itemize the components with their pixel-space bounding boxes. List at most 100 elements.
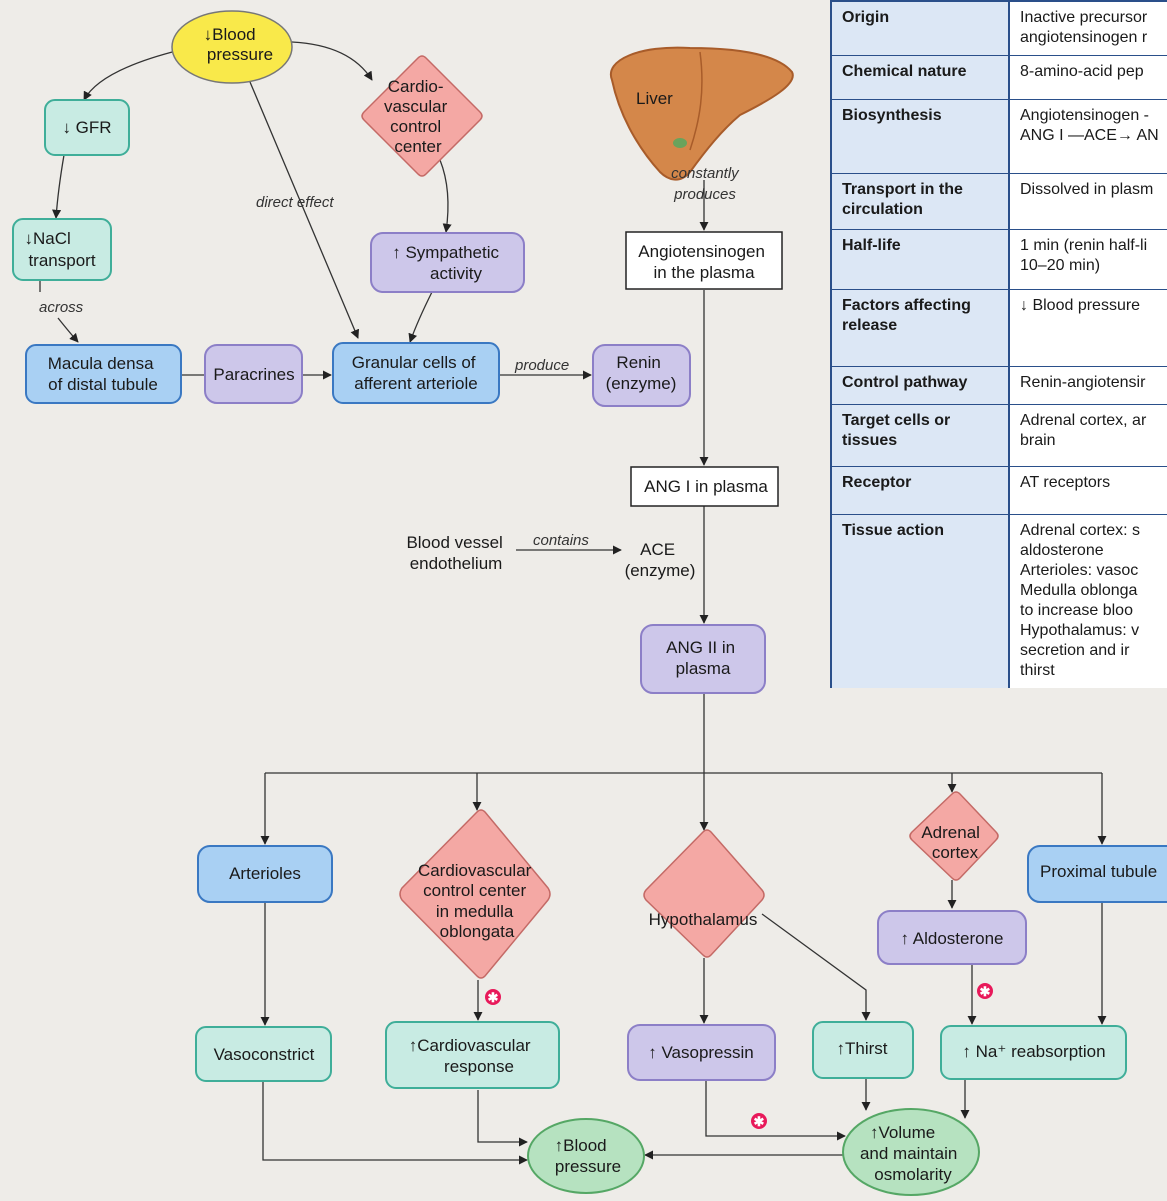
- ang1-node: [630, 466, 779, 507]
- na-reabsorption-label: ↑ Na⁺ reabsorption: [962, 1042, 1105, 1061]
- table-row-label: Target cells or tissues: [830, 403, 1010, 467]
- volume-osmolarity-node: [842, 1108, 980, 1196]
- renin-node: [592, 344, 691, 407]
- table-row-value: Renin-angiotensir: [1008, 365, 1167, 405]
- star-icon: [977, 983, 993, 999]
- arrow-bp-to-cvc: [291, 41, 373, 81]
- ang2-label: ANG II in plasma: [666, 638, 740, 678]
- svg-text:✱: ✱: [488, 990, 499, 1005]
- across-label: across: [39, 299, 84, 316]
- thirst-label: ↑Thirst: [837, 1039, 888, 1058]
- cardiovascular-response-label: ↑Cardiovascular response: [409, 1036, 536, 1076]
- blood-pressure-top-node: [171, 10, 293, 84]
- table-row-label: Half-life: [830, 228, 1010, 290]
- ang2-node: [640, 624, 766, 694]
- vasopressin-label: ↑ Vasopressin: [648, 1043, 754, 1062]
- nacl-transport-label: ↓NaCl transport: [24, 229, 95, 270]
- hypothalamus-node: [643, 829, 765, 958]
- volume-osmolarity-label: ↑Volume and maintain osmolarity: [860, 1123, 962, 1184]
- produce-label: produce: [514, 357, 569, 374]
- paracrines-label: Paracrines: [213, 365, 294, 384]
- arrow-vasoconstrict-to-bp: [262, 1082, 528, 1165]
- cardiovascular-response-node: [385, 1021, 560, 1089]
- blood-vessel-endothelium-label: Blood vessel endothelium: [406, 533, 507, 573]
- proximal-tubule-node: [1027, 845, 1167, 903]
- blood-pressure-bottom-label: ↑Blood pressure: [555, 1136, 621, 1176]
- table-row-value: Angiotensinogen - ANG I —ACE→ AN: [1008, 98, 1167, 174]
- arrow-hypothalamus-to-thirst: [761, 913, 871, 1021]
- arrow-across-to-macula: [57, 317, 79, 343]
- table-row-label: Factors affecting release: [830, 288, 1010, 367]
- vasoconstrict-node: [195, 1026, 332, 1082]
- table-row-value: 1 min (renin half-li 10–20 min): [1008, 228, 1167, 290]
- star-icon: [485, 989, 501, 1005]
- table-row-value: Adrenal cortex: s aldosterone Arterioles…: [1008, 513, 1167, 688]
- cardiovascular-control-center-top-node: [361, 55, 483, 177]
- vasopressin-node: [627, 1024, 776, 1081]
- arrow-cvc-to-sympathetic: [439, 159, 452, 233]
- table-row-label: Biosynthesis: [830, 98, 1010, 174]
- cvc-medulla-node: [399, 809, 551, 979]
- vasoconstrict-label: Vasoconstrict: [214, 1045, 315, 1064]
- svg-text:✱: ✱: [980, 984, 991, 999]
- connectors: [39, 41, 1107, 1165]
- hypothalamus-label: Hypothalamus: [649, 910, 758, 929]
- aldosterone-label: ↑ Aldosterone: [900, 929, 1003, 948]
- table-row-value: 8-amino-acid pep: [1008, 54, 1167, 100]
- arrow-vasopressin-to-volume: [705, 1080, 846, 1141]
- macula-densa-label: Macula densa of distal tubule: [48, 354, 159, 394]
- cardiovascular-control-center-top-label: Cardio- vascular control center: [384, 77, 452, 156]
- table-row-label: Control pathway: [830, 365, 1010, 405]
- blood-pressure-bottom-node: [527, 1118, 645, 1194]
- gfr-node: [44, 99, 130, 156]
- table-row-value: AT receptors: [1008, 465, 1167, 515]
- granular-cells-node: [332, 342, 500, 404]
- table-row-value: Dissolved in plasm: [1008, 172, 1167, 230]
- blood-pressure-top-label: ↓Blood pressure: [204, 25, 273, 64]
- direct-effect-label: direct effect: [256, 194, 334, 211]
- renin-label: Renin (enzyme): [606, 353, 677, 393]
- table-row-label: Origin: [830, 0, 1010, 56]
- svg-text:✱: ✱: [754, 1114, 765, 1129]
- adrenal-cortex-label: Adrenal cortex: [921, 823, 984, 862]
- table-row-value: ↓ Blood pressure: [1008, 288, 1167, 367]
- cvc-medulla-label: Cardiovascular control center in medulla…: [418, 861, 536, 941]
- liver-illustration: Liver: [609, 46, 794, 181]
- arrow-gfr-to-nacl: [52, 154, 65, 219]
- arterioles-label: Arterioles: [229, 864, 301, 883]
- sympathetic-activity-node: [370, 232, 525, 293]
- arrow-sympathetic-to-granular: [408, 291, 433, 343]
- liver-label: Liver: [636, 89, 673, 108]
- nacl-transport-node: [12, 218, 112, 281]
- table-row: Factors affecting release↓ Blood pressur…: [830, 288, 1167, 367]
- arrow-cvresponse-to-bp: [477, 1090, 528, 1147]
- contains-label: contains: [533, 532, 589, 549]
- star-icon: [751, 1113, 767, 1129]
- arrow-bp-direct-effect: [249, 81, 360, 339]
- macula-densa-node: [25, 344, 182, 404]
- proximal-tubule-label: Proximal tubule: [1040, 862, 1157, 881]
- arrow-bp-to-gfr: [83, 49, 181, 101]
- sympathetic-activity-label: ↑ Sympathetic activity: [392, 243, 504, 283]
- gfr-label: ↓ GFR: [62, 118, 111, 137]
- arterioles-node: [197, 845, 333, 903]
- angiotensinogen-label: Angiotensinogen in the plasma: [638, 242, 769, 282]
- table-row-value: Inactive precursor angiotensinogen r: [1008, 0, 1167, 56]
- table-row-label: Tissue action: [830, 513, 1010, 688]
- paracrines-node: [204, 344, 303, 404]
- adrenal-cortex-node: [909, 791, 999, 881]
- thirst-node: [812, 1021, 914, 1079]
- granular-cells-label: Granular cells of afferent arteriole: [352, 353, 481, 393]
- table-row-value: Adrenal cortex, ar brain: [1008, 403, 1167, 467]
- table-row-label: Transport in the circulation: [830, 172, 1010, 230]
- angiotensinogen-node: [625, 231, 783, 290]
